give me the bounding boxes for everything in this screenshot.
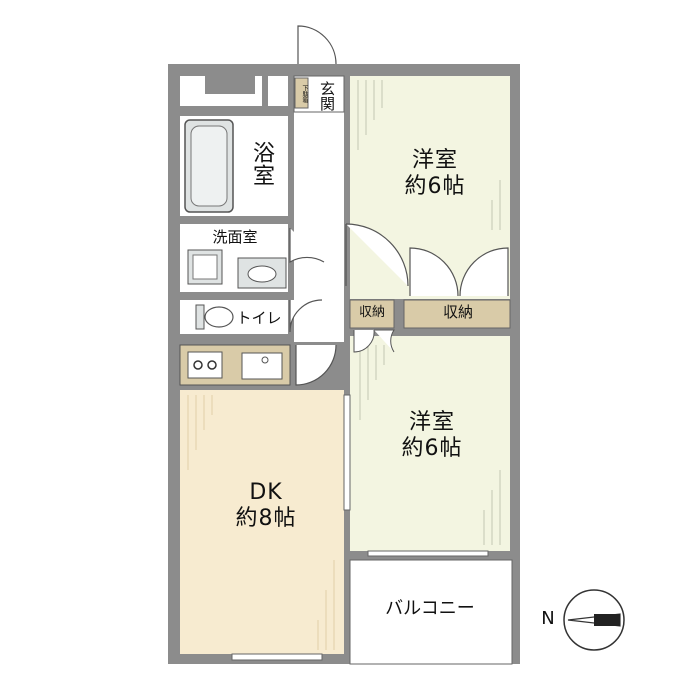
storage-large-label: 収納 xyxy=(442,303,473,321)
entrance-label: 玄関 xyxy=(318,81,336,111)
shoe-box xyxy=(294,77,309,109)
storage-small-label: 収納 xyxy=(358,305,385,320)
compass-north-label: N xyxy=(541,608,555,629)
toilet-bowl xyxy=(204,306,234,328)
western-room-upper-size: 約6帖 xyxy=(404,174,466,200)
utility-top-divider xyxy=(262,76,268,106)
washing-machine-inner xyxy=(192,254,218,280)
western-room-lower-floor xyxy=(350,336,510,551)
washroom-label: 洗面室 xyxy=(212,228,258,246)
dk-name: DK xyxy=(249,480,283,505)
entrance-door-swing xyxy=(297,25,337,65)
western-room-upper-hatch xyxy=(357,80,501,230)
western-room-lower-name: 洋室 xyxy=(408,410,455,435)
balcony-label: バルコニー xyxy=(385,598,475,619)
bathtub-inner xyxy=(190,125,228,207)
kitchen-sink xyxy=(241,352,283,380)
stove-burner-right xyxy=(207,360,217,370)
dk-size: 約8帖 xyxy=(235,506,297,532)
stove xyxy=(187,351,223,379)
window-western-lower xyxy=(367,550,489,557)
stove-burner-left xyxy=(193,360,203,370)
compass xyxy=(563,589,625,651)
storage-large-area xyxy=(403,299,511,329)
western-room-lower-label: 洋室 約6帖 xyxy=(387,410,477,463)
shoe-box-label: 下駄箱 xyxy=(301,85,308,103)
dk-label: DK 約8帖 xyxy=(220,480,312,533)
western-room-lower-hatch xyxy=(359,345,501,545)
western-room-lower-size: 約6帖 xyxy=(401,436,463,462)
toilet-label: トイレ xyxy=(236,309,282,327)
wash-basin-bowl xyxy=(247,265,277,283)
utility-top-block xyxy=(205,76,255,94)
closet-door-right xyxy=(459,247,509,297)
sink-faucet xyxy=(261,356,269,364)
closet-door-left xyxy=(409,247,459,297)
balcony-area xyxy=(349,559,513,665)
dk-hatch xyxy=(187,395,335,650)
dk-door-swing xyxy=(295,344,337,386)
sliding-door-dk xyxy=(343,394,351,511)
bath-label: 浴室 xyxy=(249,141,274,187)
storage-small-area xyxy=(349,299,395,329)
toilet-tank xyxy=(195,304,205,330)
western-room-upper-name: 洋室 xyxy=(411,148,458,173)
dk-floor xyxy=(180,390,344,654)
compass-needle-fill xyxy=(594,614,620,626)
western-room-upper-label: 洋室 約6帖 xyxy=(390,148,480,201)
window-dk-bottom xyxy=(231,653,323,661)
storage-small-door xyxy=(353,329,395,353)
toilet-door-swing xyxy=(289,299,323,333)
washroom-door-swing xyxy=(289,228,325,264)
western-upper-door-swing xyxy=(345,223,409,287)
